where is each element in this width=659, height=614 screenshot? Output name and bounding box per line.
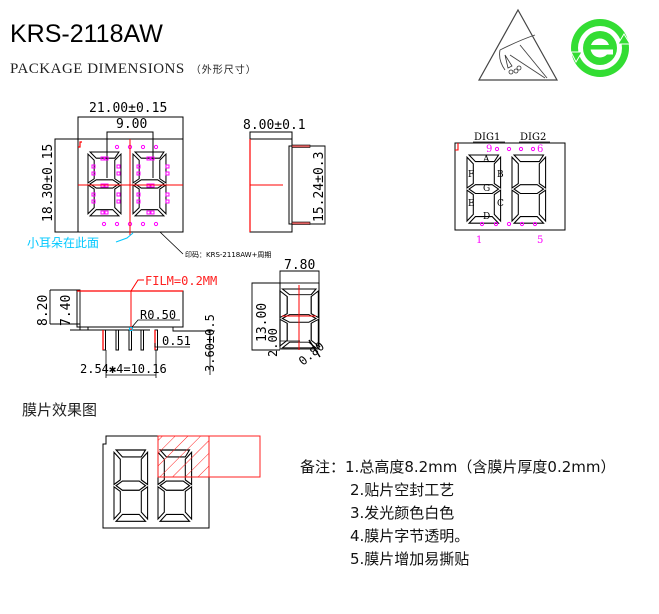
film-effect-title: 膜片效果图 <box>22 401 98 419</box>
pin9-label: 9 <box>486 144 492 155</box>
dim-pin-pitch: 2.54✱4=10.16 <box>80 362 167 376</box>
elevation-view <box>49 279 215 378</box>
seg-d-label: D <box>483 212 490 222</box>
seg-g-label: G <box>483 184 490 194</box>
note-row-4: 4.膜片字节透明。 <box>300 525 616 548</box>
dim-total-height: 8.20 <box>36 295 51 326</box>
dim-pin-width: 0.51 <box>162 334 191 348</box>
ear-note: 小耳朵在此面 <box>27 236 99 250</box>
dim-pin-span: 15.24±0.3 <box>312 152 327 222</box>
note-item: 5.膜片增加易撕贴 <box>350 550 470 568</box>
digit-detail-view <box>251 270 321 358</box>
dim-depth: 8.00±0.1 <box>243 118 306 133</box>
esd-warning-icon <box>477 8 559 81</box>
note-row-5: 5.膜片增加易撕贴 <box>300 548 616 571</box>
notes-label: 备注： <box>300 458 346 476</box>
pin-view <box>454 141 566 231</box>
package-dimensions-heading: PACKAGE DIMENSIONS （外形尺寸） <box>10 61 257 78</box>
seg-f-label: F <box>468 170 474 180</box>
dim-width: 21.00±0.15 <box>89 101 167 116</box>
print-note: 印码：KRS-2118AW+周期 <box>185 251 271 259</box>
seg-b-label: B <box>497 170 504 180</box>
seg-c-label: C <box>497 199 504 209</box>
environmental-e-icon <box>570 19 631 77</box>
note-item: 4.膜片字节透明。 <box>350 527 470 545</box>
dim-body-height: 7.40 <box>59 295 74 326</box>
film-thickness: FILM=0.2MM <box>145 274 217 288</box>
seg-a-label: A <box>482 155 490 165</box>
pin1-label: 1 <box>476 235 482 246</box>
note-row-1: 备注：1.总高度8.2mm（含膜片厚度0.2mm） <box>300 456 616 479</box>
note-item: 3.发光颜色白色 <box>350 504 455 522</box>
dim-pin-length: 3.60±0.5 <box>203 314 217 372</box>
film-effect-view <box>102 435 261 529</box>
dim-digit-width: 7.80 <box>284 258 315 273</box>
dig2-label: DIG2 <box>520 132 546 143</box>
part-number-title: KRS-2118AW <box>10 20 163 48</box>
note-row-2: 2.贴片空封工艺 <box>300 479 616 502</box>
front-view <box>54 116 184 255</box>
note-row-3: 3.发光颜色白色 <box>300 502 616 525</box>
dim-slant: 0.80 <box>296 339 327 368</box>
subtitle-cn: （外形尺寸） <box>190 65 257 76</box>
side-view <box>249 131 326 233</box>
dig1-label: DIG1 <box>474 132 500 143</box>
pin5-label: 5 <box>537 235 543 246</box>
seg-e-label: E <box>468 199 475 209</box>
note-item: 2.贴片空封工艺 <box>350 481 455 499</box>
notes-block: 备注：1.总高度8.2mm（含膜片厚度0.2mm） 2.贴片空封工艺 3.发光颜… <box>300 456 616 571</box>
pin6-label: 6 <box>537 144 543 155</box>
dim-height: 18.30±0.15 <box>41 144 56 222</box>
dim-digit-height: 13.00 <box>255 303 270 342</box>
dim-radius: R0.50 <box>140 308 176 322</box>
dim-pitch: 9.00 <box>116 117 147 132</box>
subtitle-text: PACKAGE DIMENSIONS <box>10 61 185 77</box>
dim-seg-width: 2.00 <box>266 328 280 357</box>
note-item: 1.总高度8.2mm（含膜片厚度0.2mm） <box>345 458 616 476</box>
